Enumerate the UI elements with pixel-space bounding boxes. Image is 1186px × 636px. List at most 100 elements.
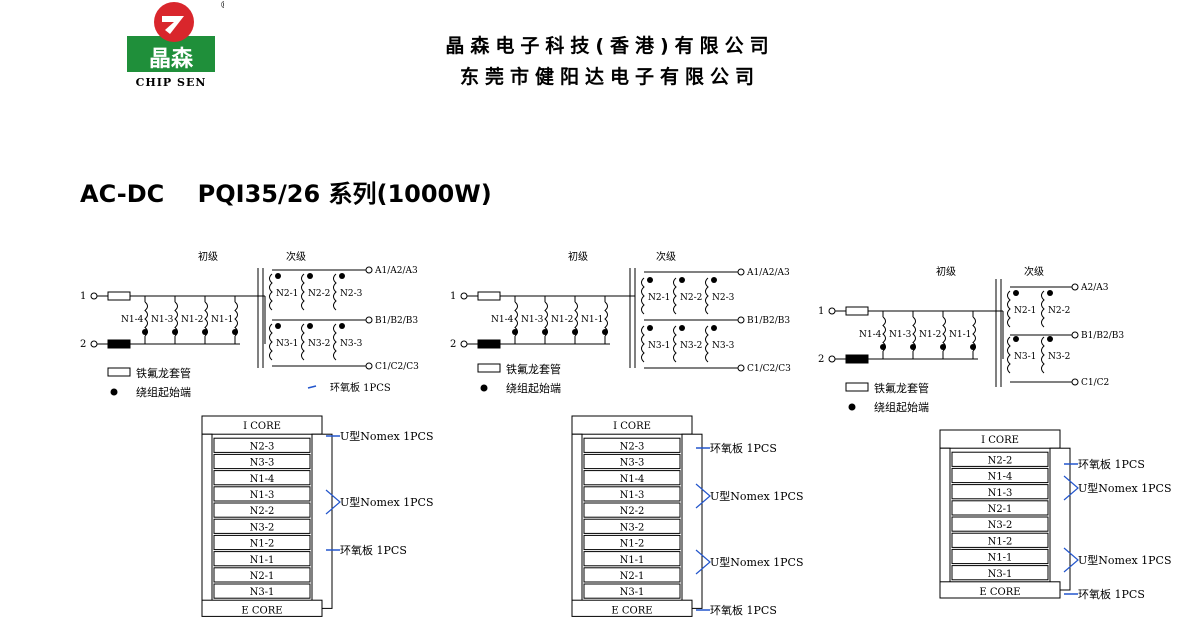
winding-layer-label: N1-4: [620, 474, 645, 485]
winding-layer: [583, 551, 681, 567]
secondary-coil: [1041, 290, 1045, 328]
svg-text:CHIP SEN: CHIP SEN: [136, 76, 207, 89]
winding-start-dot: [339, 323, 345, 329]
secondary-coil: [269, 273, 273, 311]
winding-layer: [951, 467, 1049, 484]
winding-start-dot: [1047, 336, 1053, 342]
stack-annotation: 环氧板 1PCS: [710, 441, 777, 455]
winding-start-dot: [339, 273, 345, 279]
winding-layer-label: N1-3: [250, 490, 275, 501]
pin1-label: 1: [80, 291, 86, 302]
legend-dot: [848, 403, 856, 411]
winding-layer-label: N1-2: [620, 539, 645, 550]
primary-winding-label: N1-3: [521, 315, 544, 325]
winding-layer: [951, 548, 1049, 565]
secondary-winding-label: N3-3: [340, 339, 363, 349]
secondary-coil: [641, 277, 645, 315]
output-terminal: [365, 362, 373, 370]
winding-layer-label: N1-1: [988, 553, 1013, 564]
winding-layer: [951, 500, 1049, 516]
secondary-coil: [301, 273, 305, 311]
secondary-coil: [1007, 336, 1011, 374]
winding-layer: [583, 470, 681, 486]
winding-layer-label: N3-1: [620, 587, 645, 598]
pin1-label: 1: [450, 291, 456, 302]
i-core-label: I CORE: [613, 421, 651, 432]
legend-sleeve-label: 铁氟龙套管: [874, 381, 929, 395]
winding-layer: [583, 453, 681, 470]
secondary-coil: [1007, 290, 1011, 328]
winding-layer: [213, 534, 311, 551]
bobbin-left: [571, 433, 583, 609]
pin2-terminal: [828, 355, 836, 363]
secondary-winding-label: N3-2: [680, 341, 702, 351]
primary-winding-label: N1-2: [551, 315, 573, 325]
output-terminal: [737, 364, 745, 372]
winding-layer: [583, 502, 681, 518]
winding-layer: [951, 532, 1049, 548]
output-label: B1/B2/B3: [1081, 331, 1124, 341]
secondary-coil: [705, 277, 709, 315]
nomex-bracket: [325, 489, 341, 515]
winding-layer: [583, 583, 681, 599]
secondary-winding-label: N3-1: [276, 339, 298, 349]
i-core: [939, 429, 1061, 449]
teflon-sleeve: [845, 306, 869, 316]
winding-start-dot: [172, 329, 178, 335]
secondary-winding-label: N3-3: [712, 341, 735, 351]
stack-annotation: U型Nomex 1PCS: [710, 489, 804, 503]
pin2-label: 2: [818, 354, 824, 365]
winding-layer: [213, 502, 311, 518]
winding-layer: [951, 565, 1049, 581]
secondary-winding-label: N2-3: [340, 289, 363, 299]
primary-winding-label: N1-1: [949, 330, 971, 340]
nomex-bracket: [1063, 547, 1079, 573]
output-terminal: [737, 268, 745, 276]
bobbin-right: [681, 433, 703, 609]
winding-layer: [583, 518, 681, 534]
secondary-winding-label: N3-1: [648, 341, 670, 351]
stack-annotation: U型Nomex 1PCS: [340, 429, 434, 443]
stack-annotation: U型Nomex 1PCS: [340, 495, 434, 509]
winding-start-dot: [880, 344, 886, 350]
winding-layer-label: N3-2: [620, 522, 645, 533]
winding-layer: [213, 518, 311, 534]
stack-annotation: 环氧板 1PCS: [1078, 457, 1145, 471]
winding-layer-label: N2-1: [250, 571, 275, 582]
secondary-label: 次级: [1024, 265, 1044, 278]
pin2-label: 2: [450, 339, 456, 350]
e-core-label: E CORE: [241, 605, 282, 616]
winding-layer-label: N3-3: [620, 458, 645, 469]
legend-sleeve-label: 铁氟龙套管: [506, 362, 561, 376]
stack-annotation: U型Nomex 1PCS: [1078, 553, 1172, 567]
output-terminal: [1071, 283, 1079, 291]
e-core: [939, 581, 1061, 599]
output-terminal: [365, 266, 373, 274]
legend-sleeve: [107, 367, 131, 377]
primary-winding-label: N1-1: [211, 315, 233, 325]
winding-start-dot: [1047, 290, 1053, 296]
winding-layer-label: N3-1: [988, 569, 1013, 580]
stack-annotation: 环氧板 1PCS: [1078, 587, 1145, 601]
winding-layer-label: N1-3: [620, 490, 645, 501]
teflon-sleeve: [477, 291, 501, 301]
legend-start-label: 绕组起始端: [506, 381, 561, 395]
winding-start-dot: [711, 277, 717, 283]
output-label: B1/B2/B3: [375, 316, 418, 326]
secondary-label: 次级: [656, 250, 676, 263]
epoxy-symbol: [307, 385, 317, 389]
winding-layer: [951, 451, 1049, 467]
primary-winding-label: N1-3: [151, 315, 174, 325]
secondary-winding-label: N2-1: [276, 289, 298, 299]
winding-start-dot: [307, 273, 313, 279]
bobbin-right: [311, 433, 333, 609]
secondary-winding-label: N2-2: [1048, 306, 1070, 316]
winding-layer-label: N3-3: [250, 458, 275, 469]
output-label: A2/A3: [1080, 283, 1109, 293]
winding-layer-label: N1-1: [620, 555, 645, 566]
winding-layer-label: N2-2: [988, 455, 1013, 466]
teflon-sleeve-filled: [845, 354, 869, 364]
nomex-bracket: [695, 549, 711, 575]
e-core: [571, 599, 693, 617]
company-name-hk: 晶森电子科技(香港)有限公司: [445, 35, 775, 57]
